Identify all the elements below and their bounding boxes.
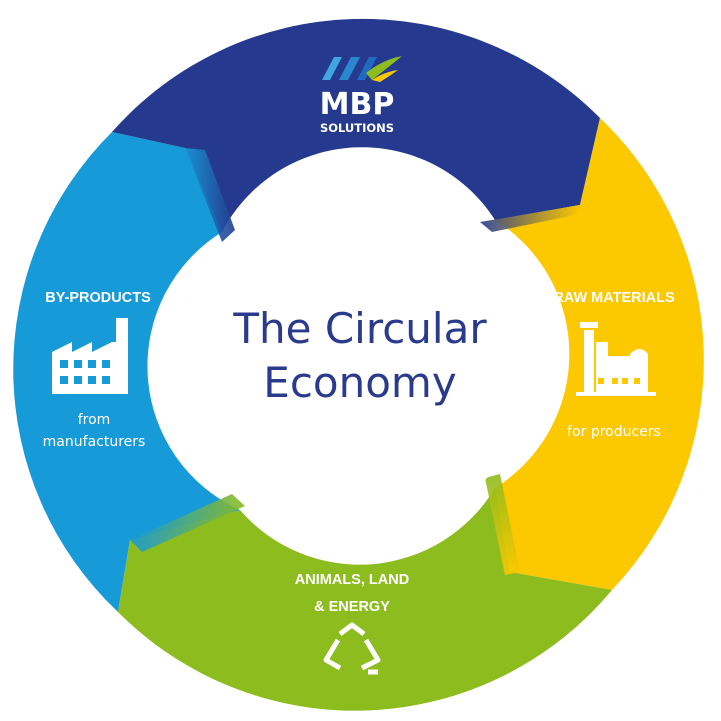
animals-title-line2: & ENERGY [314, 599, 390, 615]
factory-icon [52, 318, 128, 394]
mbp-logo-mark-icon [322, 56, 402, 82]
joint-green-blue [130, 494, 245, 552]
by-products-title: BY-PRODUCTS [45, 290, 151, 306]
raw-materials-subtitle: for producers [567, 424, 661, 440]
animals-title-line1: ANIMALS, LAND [295, 572, 409, 588]
recycle-icon [323, 622, 381, 675]
mbp-logo-name: MBP [320, 87, 395, 122]
by-products-subtitle-line1: from [78, 412, 111, 428]
mbp-logo: MBP SOLUTIONS [320, 56, 402, 135]
by-products-subtitle-line2: manufacturers [43, 434, 146, 450]
joint-navy-yellow [480, 205, 580, 232]
raw-materials-title: RAW MATERIALS [553, 290, 675, 306]
center-title-line1: The Circular [232, 304, 487, 353]
center-title-line2: Economy [263, 358, 456, 407]
joint-yellow-green [485, 474, 520, 575]
center-circle [192, 200, 528, 536]
segment-animals-land-energy [118, 488, 612, 711]
joint-blue-navy [185, 148, 235, 242]
segment-top [112, 18, 600, 233]
mbp-logo-tagline: SOLUTIONS [320, 121, 394, 135]
refinery-icon [576, 322, 656, 396]
